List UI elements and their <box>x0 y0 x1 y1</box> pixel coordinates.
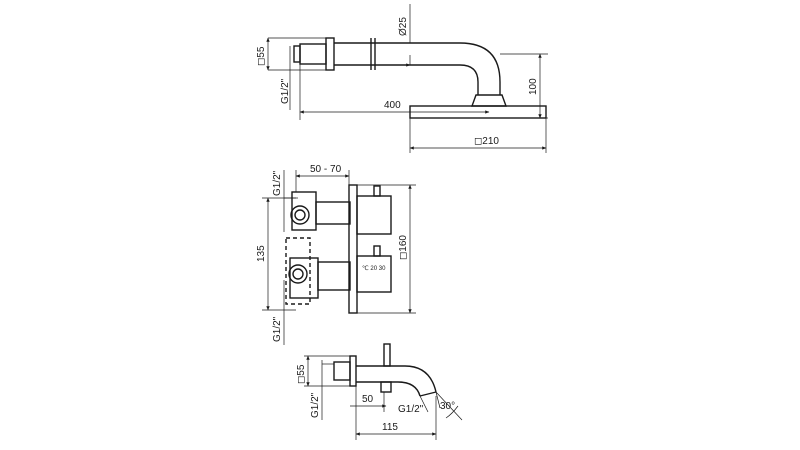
spout-body-top <box>356 365 437 393</box>
dim-mixer-depth: 50 - 70 <box>310 164 342 175</box>
upper-knob <box>356 195 392 235</box>
lower-valve-stem <box>317 261 351 291</box>
arm-tube <box>334 38 501 95</box>
upper-valve-stem <box>315 201 351 225</box>
dim-arm-flange: ◻55 <box>256 46 267 66</box>
thread-stub <box>293 45 301 63</box>
dim-arm-length: 400 <box>384 100 401 111</box>
diverter-knob <box>383 343 391 367</box>
dim-arm-diameter: Ø25 <box>398 17 409 36</box>
temp-scale: ℃ 20 30 <box>362 265 386 272</box>
head-joint <box>471 94 507 107</box>
dim-arm-drop: 100 <box>528 78 539 95</box>
lower-knob-pin <box>373 245 381 257</box>
wall-plate <box>348 184 358 314</box>
spout-outlet <box>419 391 437 397</box>
dim-mixer-plate: ◻160 <box>398 235 409 260</box>
wall-connector <box>299 43 327 65</box>
wall-flange <box>325 37 335 71</box>
shower-arm-drawing: Ø25 ◻55 G1/2" 400 100 ◻210 <box>256 4 548 153</box>
lower-inlet-port <box>288 264 308 284</box>
dim-spout-flange: ◻55 <box>296 364 307 384</box>
diverter-base <box>380 381 392 393</box>
lower-knob <box>356 255 392 293</box>
upper-knob-pin <box>373 185 381 197</box>
hidden-body <box>285 237 311 305</box>
dim-mixer-spacing: 135 <box>256 245 267 262</box>
dim-mixer-thread-bottom: G1/2" <box>272 316 283 342</box>
dim-spout-thread: G1/2" <box>310 392 321 418</box>
spout-flange <box>349 355 357 387</box>
spout-drawing: ◻55 G1/2" 50 G1/2" 30° 115 <box>296 343 463 440</box>
dim-spout-angle: 30° <box>440 401 455 412</box>
spout-body-bottom <box>356 381 421 397</box>
upper-inlet-port <box>290 205 310 225</box>
dim-mixer-thread-top: G1/2" <box>272 170 283 196</box>
dim-spout-thread-outlet: G1/2" <box>398 404 424 415</box>
dim-head-width: ◻210 <box>474 136 499 147</box>
dim-spout-depth: 50 <box>362 394 374 405</box>
spout-connector <box>333 361 351 381</box>
mixer-drawing: ℃ 20 30 G1/2" 50 - 70 135 ◻160 G1/2" <box>256 164 416 345</box>
dim-arm-thread: G1/2" <box>280 78 291 104</box>
dim-spout-length: 115 <box>382 422 398 433</box>
